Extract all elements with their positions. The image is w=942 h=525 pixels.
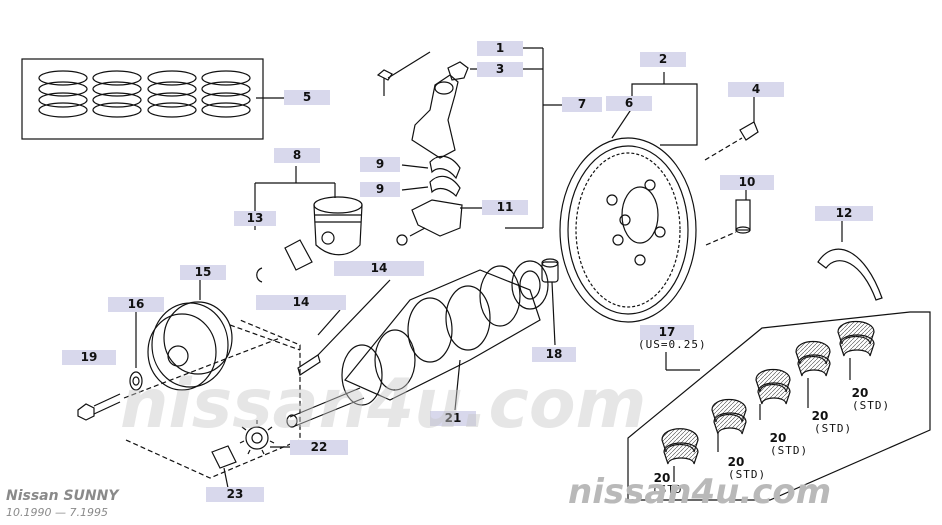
- vehicle-dates: 10.1990 — 7.1995: [6, 506, 108, 519]
- piston-ring-set-2: [92, 70, 142, 118]
- main-bearing-box: [627, 311, 931, 501]
- piston-ring-set-4: [201, 70, 251, 118]
- callout-18[interactable]: 18: [532, 347, 576, 362]
- std-note-c: (STD): [770, 444, 809, 457]
- callout-13[interactable]: 13: [234, 211, 276, 226]
- piston-rings-box: [21, 58, 284, 140]
- callout-12[interactable]: 12: [815, 206, 873, 221]
- callout-20-d[interactable]: 20: [727, 455, 745, 469]
- pulley-washer: [129, 312, 143, 391]
- callout-20-b[interactable]: 20: [811, 409, 829, 423]
- pilot-bushing: [541, 258, 559, 346]
- std-note-e: (STD): [652, 483, 691, 496]
- callout-14-upper[interactable]: 14: [334, 261, 424, 276]
- callout-14-lower[interactable]: 14: [256, 295, 346, 310]
- callout-9-lower[interactable]: 9: [360, 182, 400, 197]
- thrust-washer: [817, 220, 883, 301]
- bearing-pair-5: [837, 320, 875, 357]
- crank-spacer: [211, 445, 237, 489]
- callout-8[interactable]: 8: [274, 148, 320, 163]
- bearing-pair-1: [661, 428, 699, 465]
- piston-ring-set-3: [147, 70, 197, 118]
- callout-16[interactable]: 16: [108, 297, 164, 312]
- undersize-note: (US=0.25): [638, 338, 707, 351]
- callout-20-e[interactable]: 20: [653, 471, 671, 485]
- callout-5[interactable]: 5: [284, 90, 330, 105]
- callout-11[interactable]: 11: [482, 200, 528, 215]
- callout-2[interactable]: 2: [640, 52, 686, 67]
- woodruff-key: [297, 279, 391, 376]
- connecting-rod-assembly: [376, 47, 562, 246]
- watermark-center: nissan4u.com: [120, 365, 647, 444]
- callout-19[interactable]: 19: [62, 350, 116, 365]
- callout-10[interactable]: 10: [720, 175, 774, 190]
- crank-pulley: [147, 280, 301, 391]
- callout-9-upper[interactable]: 9: [360, 157, 400, 172]
- callout-6[interactable]: 6: [606, 96, 652, 111]
- callout-17[interactable]: 17: [640, 325, 694, 340]
- flywheel: [559, 72, 759, 323]
- callout-22[interactable]: 22: [290, 440, 348, 455]
- std-note-d: (STD): [728, 468, 767, 481]
- watermark-bottom: nissan4u.com: [568, 472, 832, 512]
- bearing-pair-4: [795, 340, 831, 377]
- callout-15[interactable]: 15: [180, 265, 226, 280]
- callout-20-c[interactable]: 20: [769, 431, 787, 445]
- bearing-pair-3: [755, 368, 791, 405]
- callout-21[interactable]: 21: [430, 411, 476, 426]
- callout-1[interactable]: 1: [477, 41, 523, 56]
- vehicle-model: Nissan SUNNY: [6, 488, 119, 504]
- pulley-bolt: [77, 337, 281, 421]
- crank-sprocket: [239, 420, 290, 455]
- std-note-b: (STD): [814, 422, 853, 435]
- crankshaft: [286, 260, 549, 428]
- callout-23[interactable]: 23: [206, 487, 264, 502]
- bearing-pair-2: [711, 398, 747, 435]
- piston: [254, 166, 363, 283]
- callout-7[interactable]: 7: [562, 97, 602, 112]
- piston-ring-set-1: [38, 70, 88, 118]
- std-note-a: (STD): [852, 399, 891, 412]
- callout-4[interactable]: 4: [728, 82, 784, 97]
- callout-20-a[interactable]: 20: [851, 386, 869, 400]
- callout-3[interactable]: 3: [477, 62, 523, 77]
